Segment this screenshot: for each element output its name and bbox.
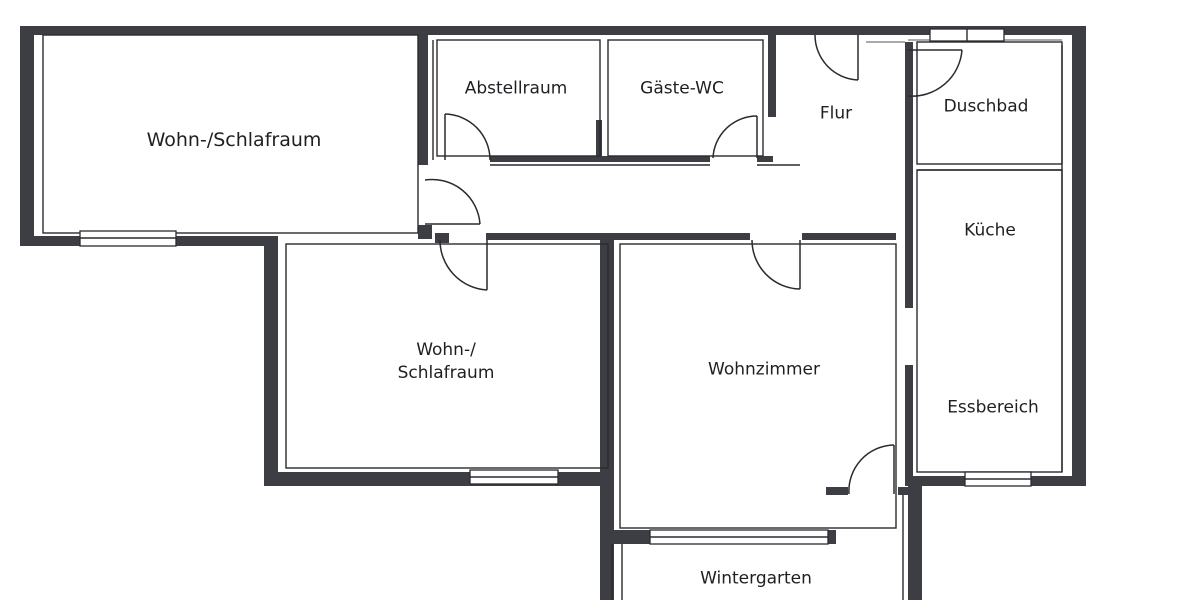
windows: [79, 28, 1032, 545]
room-label-essbereich: Essbereich: [947, 397, 1039, 418]
room-label-wintergarten: Wintergarten: [700, 568, 812, 589]
room-label-wohnzimmer: Wohnzimmer: [708, 359, 820, 380]
room-label-abstellraum: Abstellraum: [464, 78, 568, 99]
room-label-duschbad: Duschbad: [943, 96, 1029, 117]
room-label-kueche: Küche: [964, 220, 1016, 241]
doors: [424, 34, 963, 495]
room-label-gaeste-wc: Gäste-WC: [640, 78, 724, 99]
wall-linings: [42, 34, 1063, 600]
room-label-wohn-schlafraum-2: Wohn-/ Schlafraum: [397, 340, 495, 383]
room-label-flur: Flur: [819, 103, 853, 124]
interior-walls: [418, 35, 918, 544]
outer-walls: [20, 26, 1086, 600]
room-label-wohn-schlafraum-1: Wohn-/Schlafraum: [146, 129, 322, 152]
